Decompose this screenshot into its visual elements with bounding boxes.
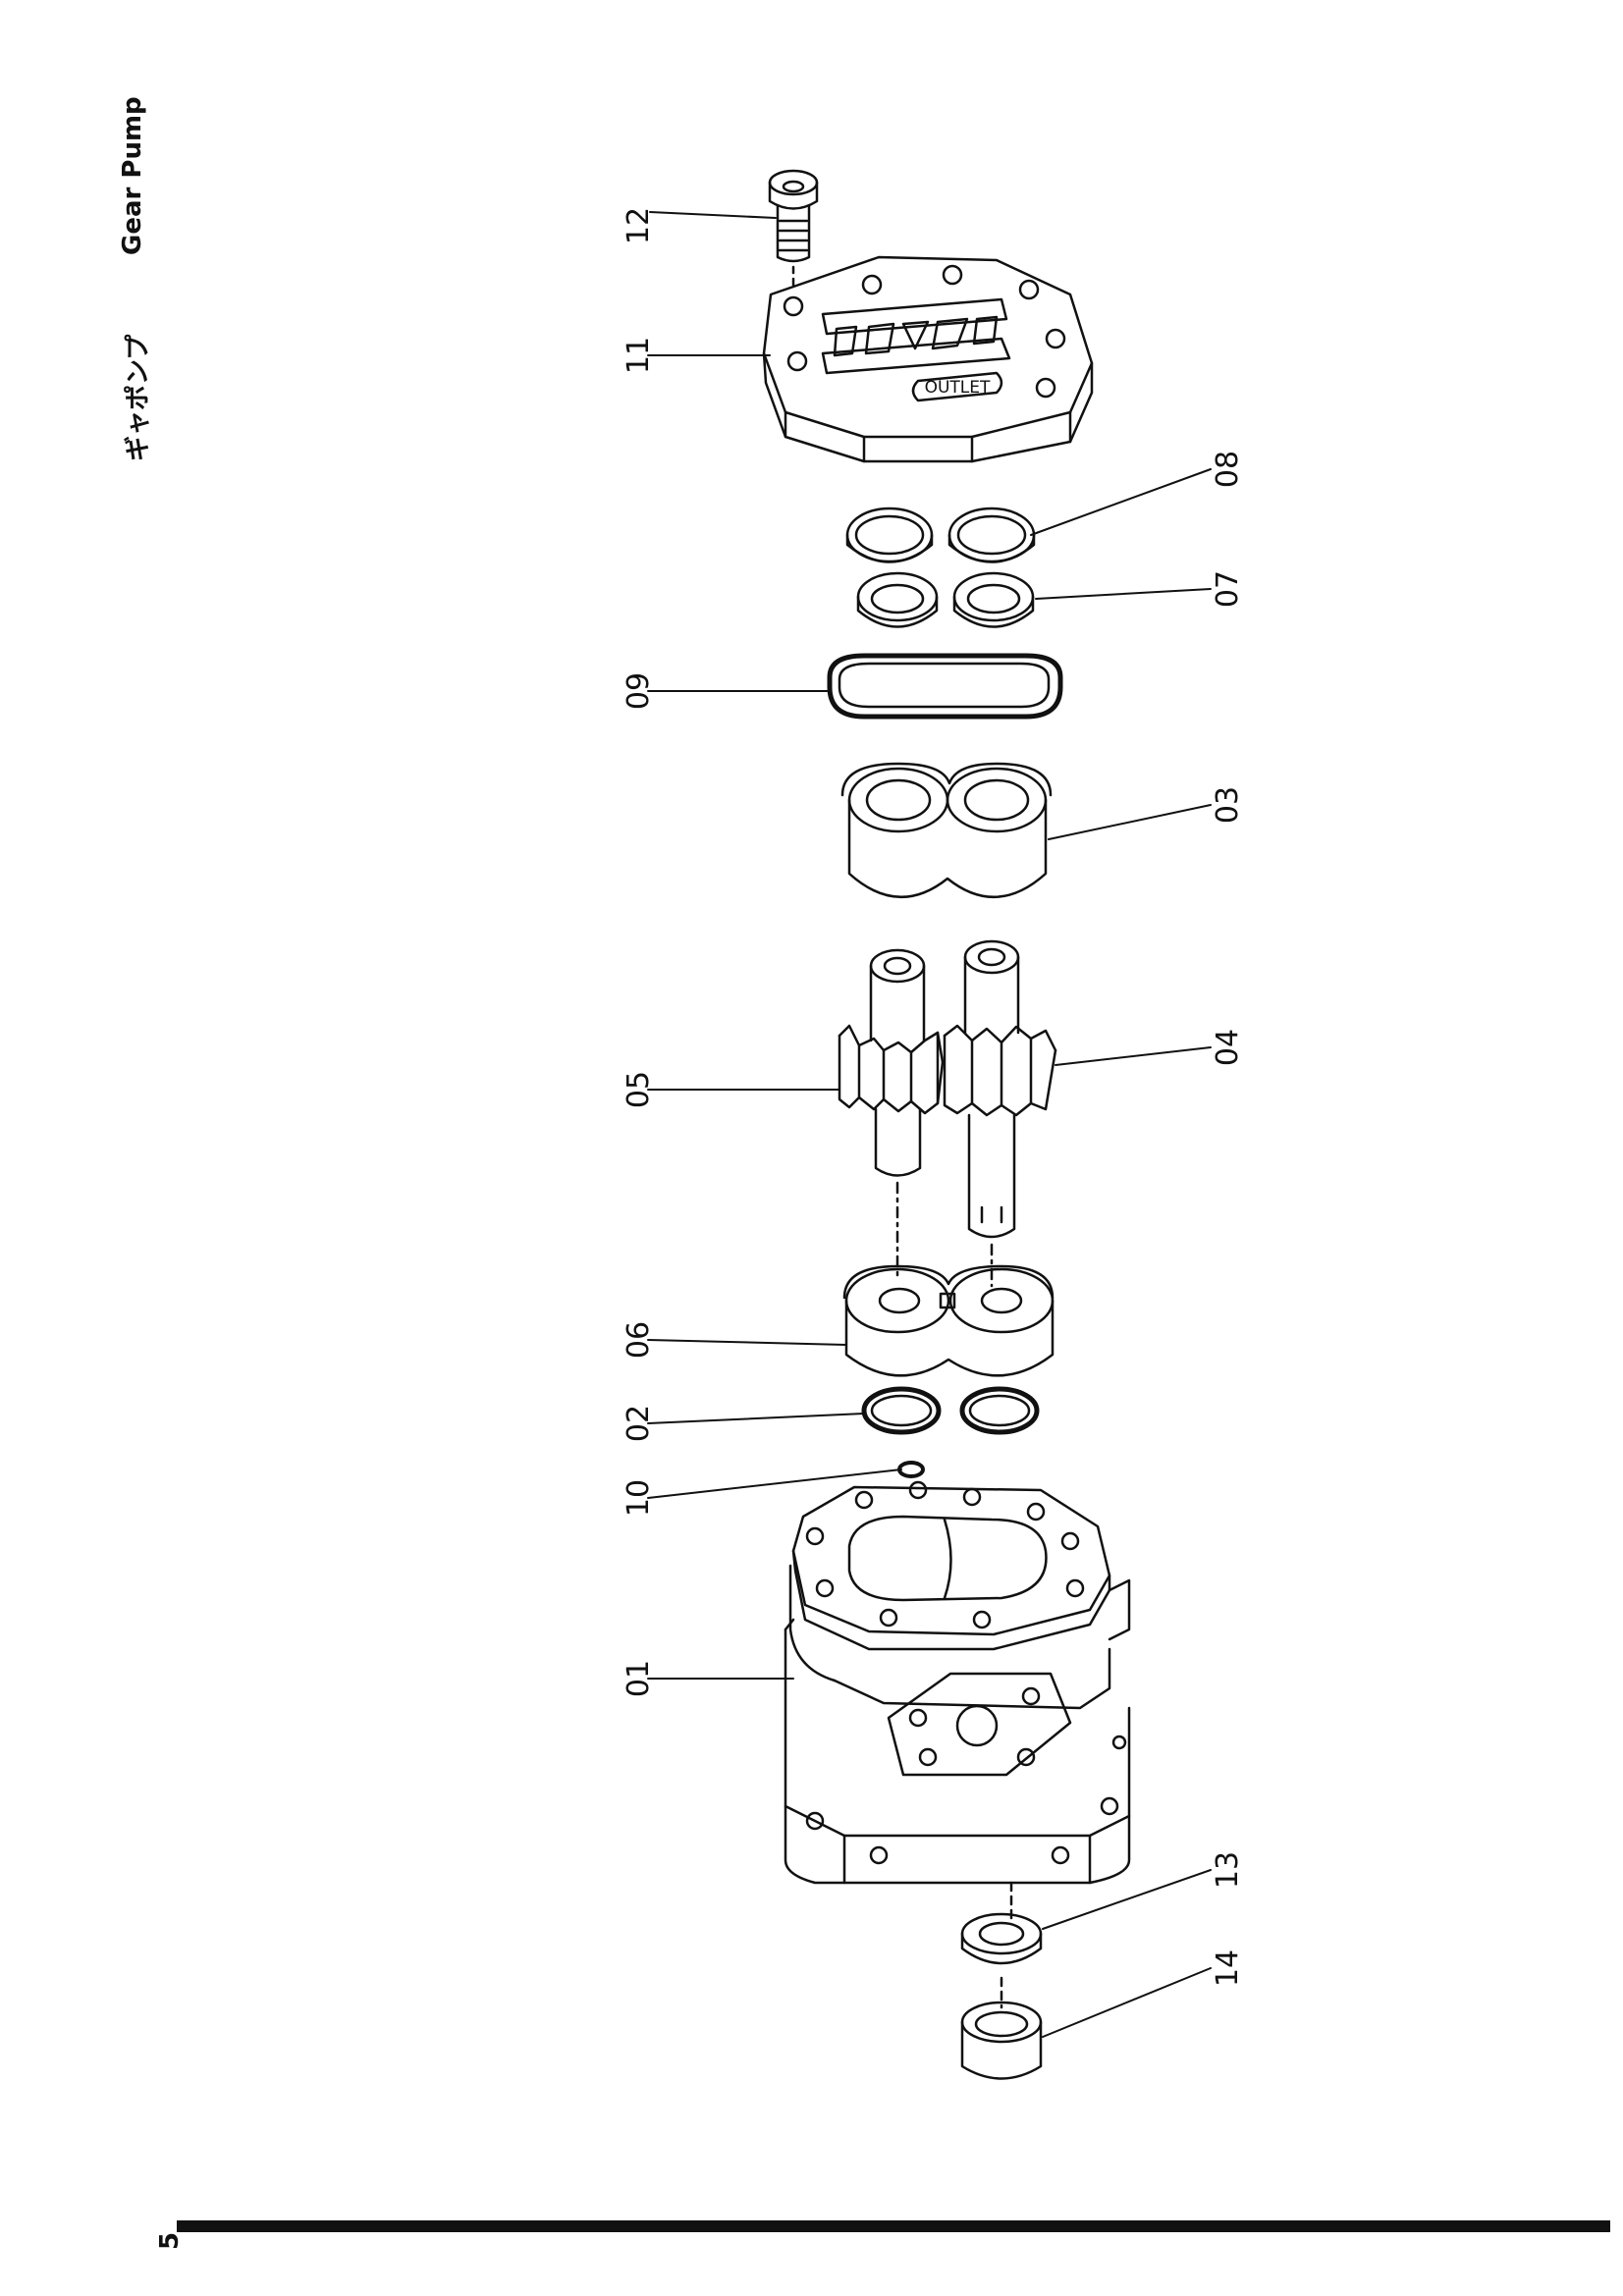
label-11: 11 — [622, 337, 656, 374]
leader-lines — [647, 211, 1212, 2038]
label-06: 06 — [622, 1321, 656, 1359]
label-05: 05 — [622, 1071, 656, 1108]
label-04: 04 — [1211, 1029, 1245, 1066]
part-01-pump-body — [784, 1480, 1131, 1921]
part-11-outlet-cover: OUTLET — [762, 255, 1094, 463]
label-07: 07 — [1211, 570, 1245, 608]
part-labels: 12 11 08 07 09 03 05 04 06 02 10 01 13 1… — [622, 207, 1245, 1987]
part-04-drive-gear — [943, 939, 1057, 1288]
part-05-driven-gear — [838, 948, 945, 1278]
part-02-o-rings — [861, 1386, 1040, 1435]
label-12: 12 — [622, 207, 656, 244]
outlet-marking: OUTLET — [925, 378, 991, 398]
label-08: 08 — [1211, 451, 1245, 488]
part-07-backup-rings — [856, 571, 1035, 628]
label-09: 09 — [622, 672, 656, 710]
part-12-cap-screw — [768, 169, 819, 289]
part-06-bushing — [842, 1264, 1055, 1377]
label-01: 01 — [622, 1660, 656, 1697]
part-08-seal-rings — [845, 507, 1036, 563]
part-10-small-o-ring — [897, 1461, 925, 1478]
part-14-plug — [960, 2001, 1043, 2080]
footer-rule — [177, 2220, 1610, 2232]
label-13: 13 — [1211, 1851, 1245, 1889]
part-03-bushing — [840, 762, 1053, 899]
label-03: 03 — [1211, 786, 1245, 824]
part-13-washer — [960, 1912, 1043, 2009]
part-09-o-ring — [827, 653, 1063, 720]
label-02: 02 — [622, 1405, 656, 1442]
label-10: 10 — [622, 1479, 656, 1517]
page-number-text: 5 — [155, 2231, 185, 2250]
label-14: 14 — [1211, 1949, 1245, 1987]
